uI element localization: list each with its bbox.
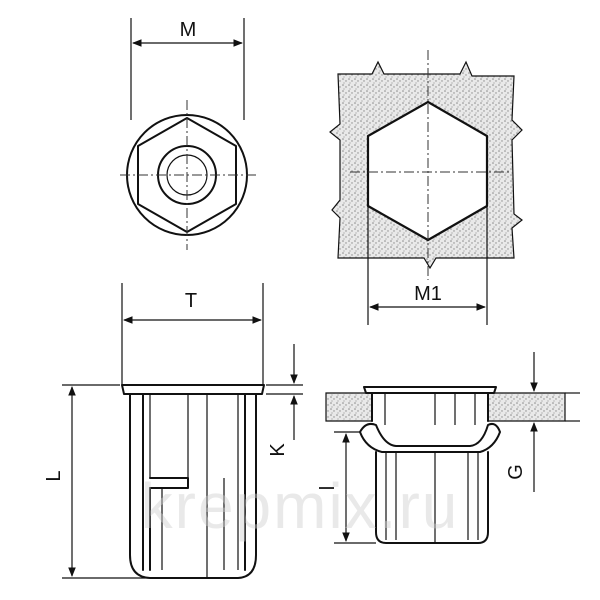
body-outline (129, 393, 257, 579)
label-m: M (180, 19, 197, 41)
bulged-collar (359, 422, 501, 453)
watermark: krepmix.ru (141, 470, 460, 542)
top-view: M (120, 18, 256, 250)
label-l-installed: l (317, 486, 339, 490)
panel-right (487, 392, 566, 422)
panel-hole-view: M1 (329, 50, 523, 325)
label-m1: M1 (414, 283, 442, 305)
installed-view: l G (317, 352, 580, 544)
label-t: T (185, 290, 197, 312)
side-section-view: T L K (43, 283, 303, 579)
panel-left (325, 392, 373, 422)
label-g: G (505, 464, 527, 480)
label-l: L (43, 470, 65, 481)
label-k: K (267, 443, 289, 457)
flange (121, 384, 265, 395)
